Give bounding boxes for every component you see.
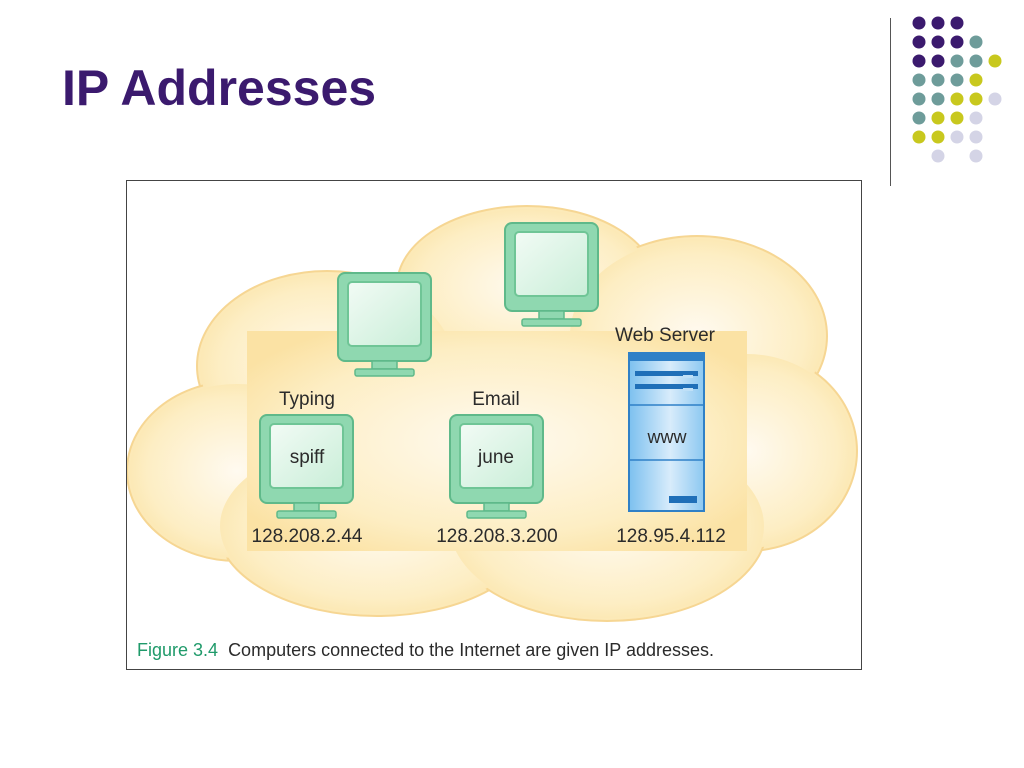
decorative-dot xyxy=(950,16,964,30)
decorative-dot xyxy=(912,92,926,106)
screen-text: spiff xyxy=(290,447,325,468)
decorative-dot xyxy=(950,92,964,106)
computer-monitor-icon xyxy=(504,222,599,327)
decorative-dot xyxy=(969,92,983,106)
figure-number: Figure 3.4 xyxy=(137,640,219,660)
decorative-dot xyxy=(931,149,945,163)
computer-monitor-icon xyxy=(449,414,544,519)
decorative-dot xyxy=(912,111,926,125)
server-label: Web Server xyxy=(615,325,716,346)
decorative-dot xyxy=(931,92,945,106)
decorative-dot xyxy=(950,111,964,125)
decorative-dot xyxy=(912,54,926,68)
decorative-dot xyxy=(988,92,1002,106)
internet-cloud xyxy=(127,205,858,622)
decorative-dot xyxy=(931,73,945,87)
decorative-dot xyxy=(950,73,964,87)
slide-title: IP Addresses xyxy=(62,60,377,116)
decorative-dot xyxy=(950,130,964,144)
computer-monitor-icon xyxy=(259,414,354,519)
decorative-dot xyxy=(912,16,926,30)
ip-address-figure: Typing spiff 128.208.2.44 Email xyxy=(126,180,862,670)
decorative-dot xyxy=(931,35,945,49)
caption-text: Computers connected to the Internet are … xyxy=(228,640,715,660)
decorative-dot xyxy=(969,111,983,125)
decorative-dot xyxy=(969,149,983,163)
title-divider-line xyxy=(890,18,891,186)
decorative-dot xyxy=(931,54,945,68)
computer-label: Email xyxy=(472,389,520,410)
ip-address: 128.95.4.112 xyxy=(616,526,726,547)
network-diagram: Typing spiff 128.208.2.44 Email xyxy=(127,205,858,622)
decorative-dot xyxy=(912,35,926,49)
decorative-dot xyxy=(931,130,945,144)
decorative-dot xyxy=(931,16,945,30)
computer-monitor-icon xyxy=(337,272,432,377)
screen-text: www xyxy=(647,427,688,447)
decorative-dot xyxy=(969,130,983,144)
web-server: Web Server www 128.95.4.112 xyxy=(615,325,726,547)
computer-label: Typing xyxy=(279,389,335,410)
computer-email: Email june 128.208.3.200 xyxy=(436,389,558,547)
decorative-dot xyxy=(912,130,926,144)
decorative-dot xyxy=(931,111,945,125)
server-tower-icon xyxy=(628,352,705,512)
decorative-dot xyxy=(969,35,983,49)
decorative-dot xyxy=(950,35,964,49)
screen-text: june xyxy=(477,447,514,468)
decorative-dot xyxy=(912,73,926,87)
computer-typing: Typing spiff 128.208.2.44 xyxy=(252,389,363,547)
ip-address: 128.208.3.200 xyxy=(436,526,558,547)
decorative-dot xyxy=(950,54,964,68)
decorative-dot xyxy=(969,54,983,68)
decorative-dot xyxy=(988,54,1002,68)
decorative-dot xyxy=(969,73,983,87)
figure-caption: Figure 3.4 Computers connected to the In… xyxy=(137,639,714,661)
ip-address: 128.208.2.44 xyxy=(252,526,363,547)
